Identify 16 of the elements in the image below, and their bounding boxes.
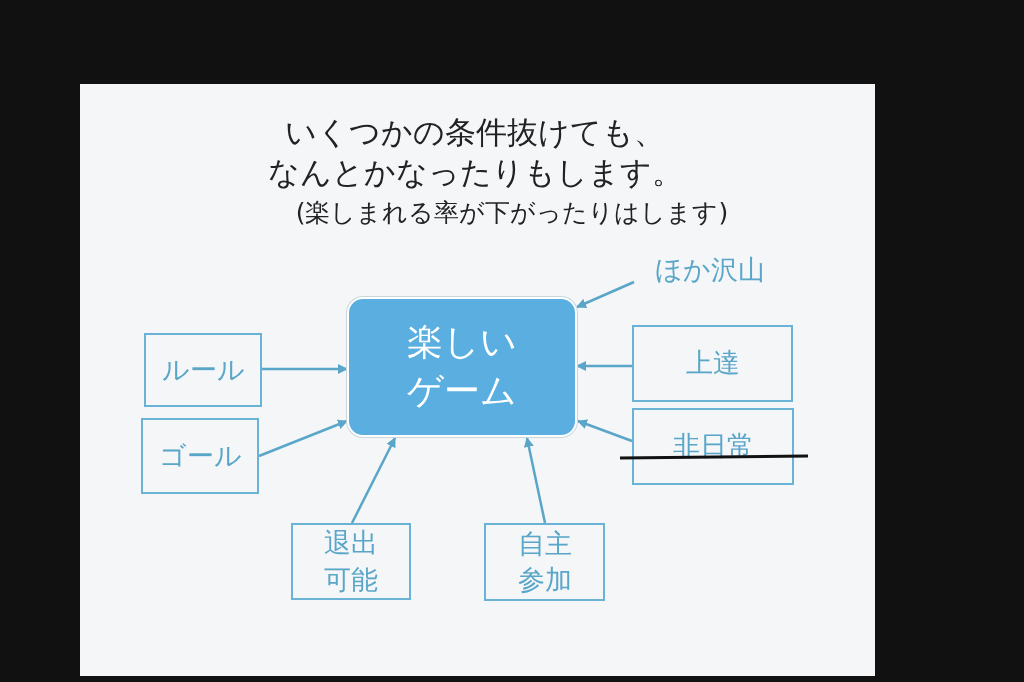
subtitle: (楽しまれる率が下がったりはします) — [294, 197, 730, 229]
text-box: ルール — [144, 333, 262, 407]
text-box: 退出可能 — [291, 523, 411, 600]
arrow — [262, 364, 348, 374]
arrow — [350, 437, 397, 524]
rounded-box: 楽しいゲーム — [347, 297, 577, 437]
arrow — [576, 280, 635, 309]
arrow — [577, 419, 633, 443]
arrow — [523, 437, 547, 524]
text: ほか沢山 — [640, 252, 780, 288]
title: いくつかの条件抜けても、なんとかなったりもします。 — [266, 113, 684, 193]
text-box: 自主参加 — [484, 523, 605, 601]
text-box: ゴール — [141, 418, 259, 494]
text-box: 上達 — [632, 325, 793, 402]
arrow — [576, 361, 632, 371]
arrow — [258, 419, 348, 458]
